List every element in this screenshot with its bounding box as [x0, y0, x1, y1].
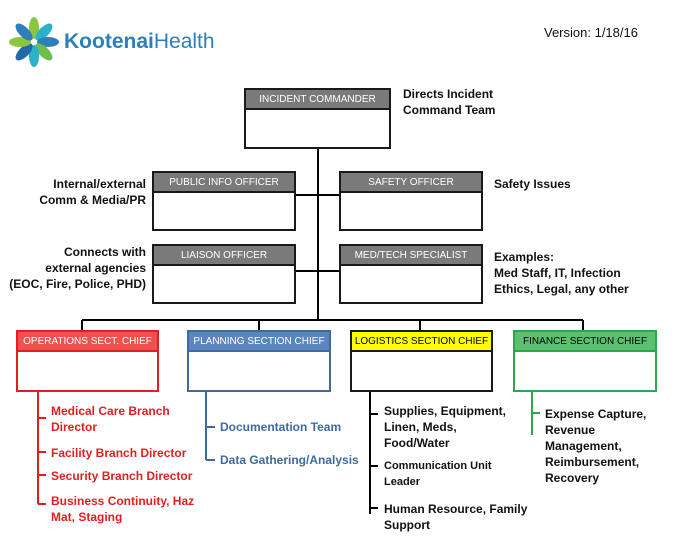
brand-name: KootenaiHealth	[64, 30, 215, 53]
planning-chief-box: PLANNING SECTION CHIEF	[187, 330, 331, 392]
incident-commander-box: INCIDENT COMMANDER	[244, 88, 391, 149]
box-title: OPERATIONS SECT. CHIEF	[18, 332, 157, 352]
list-item: Security Branch Director	[51, 469, 193, 483]
operations-chief-box: OPERATIONS SECT. CHIEF	[16, 330, 159, 392]
public-info-officer-box: PUBLIC INFO OFFICER	[152, 171, 296, 231]
list-item: Documentation Team	[220, 420, 342, 434]
safety-officer-box: SAFETY OFFICER	[339, 171, 483, 231]
box-title: LOGISTICS SECTION CHIEF	[352, 332, 491, 352]
list-item: Supplies, Equipment,Linen, Meds,Food/Wat…	[384, 404, 507, 450]
med-tech-specialist-box: MED/TECH SPECIALIST	[339, 244, 483, 304]
box-title: INCIDENT COMMANDER	[246, 90, 389, 110]
logistics-chief-box: LOGISTICS SECTION CHIEF	[350, 330, 493, 392]
box-title: FINANCE SECTION CHIEF	[515, 332, 655, 352]
box-title: PUBLIC INFO OFFICER	[154, 173, 294, 193]
finance-chief-box: FINANCE SECTION CHIEF	[513, 330, 657, 392]
box-title: PLANNING SECTION CHIEF	[189, 332, 329, 352]
box-title: MED/TECH SPECIALIST	[341, 246, 481, 266]
kootenai-logo-icon	[9, 17, 59, 67]
version-label: Version: 1/18/16	[544, 25, 638, 40]
list-item: Data Gathering/Analysis	[220, 453, 359, 467]
liaison-officer-box: LIAISON OFFICER	[152, 244, 296, 304]
box-title: LIAISON OFFICER	[154, 246, 294, 266]
safety-note: Safety Issues	[494, 177, 571, 191]
box-title: SAFETY OFFICER	[341, 173, 481, 193]
list-item: Facility Branch Director	[51, 446, 187, 460]
